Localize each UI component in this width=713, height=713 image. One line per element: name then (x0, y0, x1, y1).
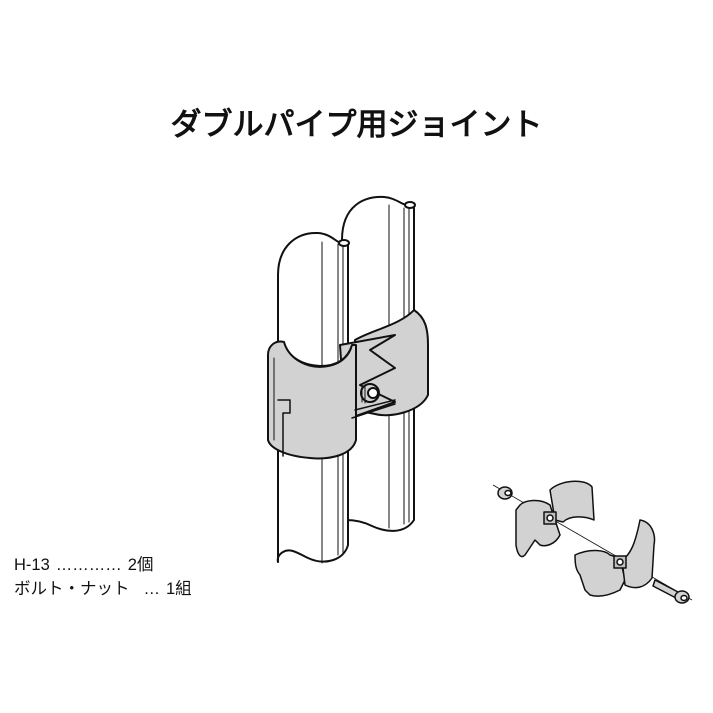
leader-dots: … (143, 580, 161, 598)
clamp-half-upper (515, 480, 595, 558)
parts-list: H-13 ………… 2個 ボルト・ナット … 1組 (14, 553, 192, 601)
part-name: H-13 (14, 556, 50, 574)
part-quantity: 2個 (127, 556, 154, 574)
leader-dots: ………… (55, 556, 122, 574)
nut (497, 486, 513, 500)
bolt-head (360, 383, 380, 404)
part-quantity: 1組 (166, 580, 192, 598)
exploded-view (492, 480, 693, 604)
clamp (267, 309, 429, 460)
clamp-half-lower (574, 519, 656, 597)
parts-list-item: ボルト・ナット … 1組 (14, 577, 192, 601)
bolt (652, 579, 690, 604)
part-name: ボルト・ナット (14, 580, 130, 598)
assembled-view (267, 195, 429, 564)
parts-list-item: H-13 ………… 2個 (14, 553, 192, 577)
diagram-title: ダブルパイプ用ジョイント (170, 107, 543, 143)
